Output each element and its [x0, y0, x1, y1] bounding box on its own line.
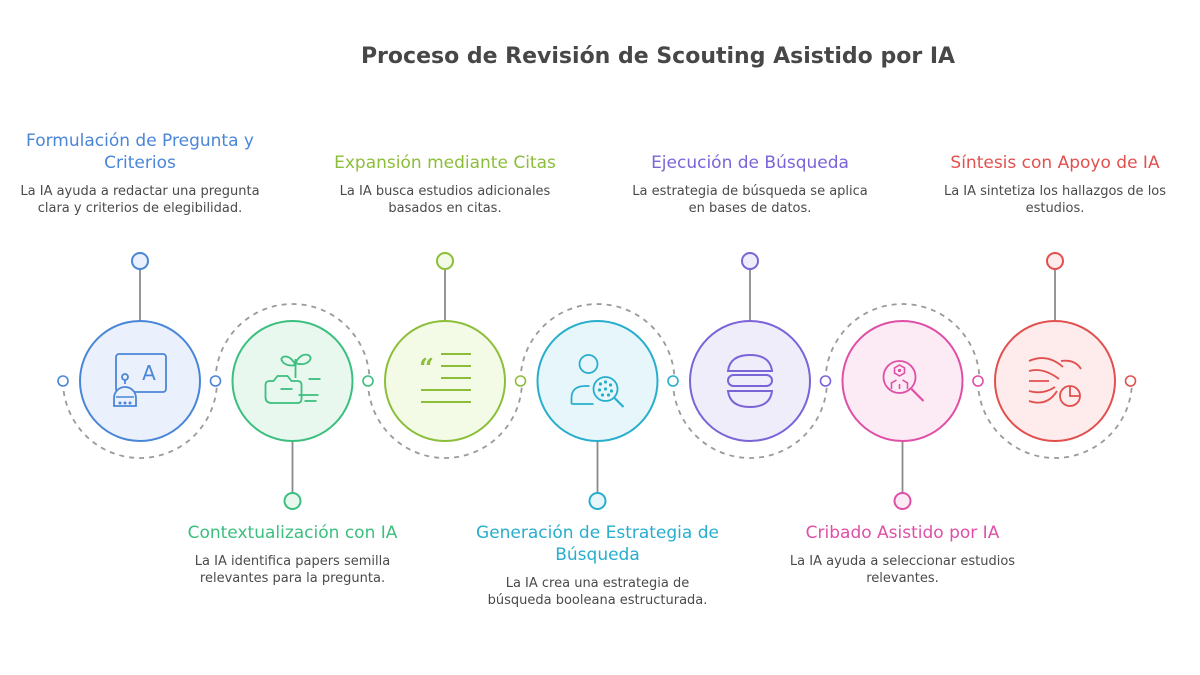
flow-junction-dot	[819, 375, 832, 387]
step-text-block: Ejecución de Búsqueda La estrategia de bú…	[625, 152, 875, 217]
step-text-block: Contextualización con IA La IA identifica…	[168, 522, 418, 587]
step-description: La IA ayuda a redactar una pregunta clar…	[20, 184, 260, 216]
step-text-block: Formulación de Pregunta y Criterios La IA…	[15, 130, 265, 217]
step-title: Generación de Estrategia de Búsqueda	[476, 523, 719, 565]
step-text-block: Generación de Estrategia de Búsqueda La I…	[473, 522, 723, 609]
step-text-block: Expansión mediante Citas La IA busca estu…	[320, 152, 570, 217]
svg-text:A: A	[142, 361, 156, 385]
step-title: Cribado Asistido por IA	[805, 523, 1000, 543]
step-marker-dot	[893, 492, 912, 510]
step-description: La IA identifica papers semilla relevant…	[194, 554, 391, 586]
step-marker-dot	[588, 492, 607, 510]
dashed-flow-arc	[672, 380, 828, 459]
step-marker-dot	[131, 252, 149, 270]
flow-junction-dot	[667, 375, 679, 387]
step-marker-dot	[1046, 252, 1064, 270]
flow-junction-dot	[57, 375, 69, 387]
seedling-icon	[264, 353, 321, 404]
flow-junction-dot	[209, 375, 222, 387]
step-description: La IA sintetiza los hallazgos de los est…	[943, 184, 1167, 216]
dashed-flow-arc	[977, 380, 1133, 459]
step-circle	[79, 320, 201, 442]
synthesis-chart-icon	[1028, 357, 1082, 407]
step-description: La IA ayuda a seleccionar estudios relev…	[789, 554, 1016, 586]
step-marker-dot	[283, 492, 302, 510]
dashed-flow-arc	[214, 303, 371, 382]
quote-lines-icon: “	[419, 353, 471, 403]
step-description: La IA crea una estrategia de búsqueda bo…	[487, 576, 708, 608]
dashed-flow-arc	[519, 303, 676, 382]
page-title: Proceso de Revisión de Scouting Asistido…	[360, 44, 956, 69]
dashed-flow-arc	[62, 380, 218, 459]
step-title: Síntesis con Apoyo de IA	[950, 153, 1160, 173]
database-icon	[726, 353, 774, 409]
ai-prompt-icon: A	[113, 353, 167, 407]
step-description: La IA busca estudios adicionales basados…	[339, 184, 551, 216]
step-circle	[841, 320, 964, 442]
step-title: Expansión mediante Citas	[334, 153, 556, 173]
dashed-flow-arc	[824, 303, 981, 382]
step-text-block: Síntesis con Apoyo de IA La IA sintetiza …	[930, 152, 1180, 217]
step-description: La estrategia de búsqueda se aplica en b…	[632, 184, 868, 216]
step-marker-dot	[436, 252, 454, 270]
flow-junction-dot	[514, 375, 527, 387]
step-circle	[689, 320, 811, 442]
magnifier-filter-icon	[882, 360, 925, 402]
dashed-flow-arc	[367, 380, 523, 459]
svg-text:“: “	[419, 354, 434, 384]
flow-junction-dot	[362, 375, 374, 387]
step-title: Formulación de Pregunta y Criterios	[26, 131, 254, 173]
flow-junction-dot	[972, 375, 984, 387]
step-title: Contextualización con IA	[187, 523, 398, 543]
step-marker-dot	[741, 252, 759, 270]
flow-junction-dot	[1124, 375, 1137, 387]
step-title: Ejecución de Búsqueda	[651, 153, 849, 173]
step-text-block: Cribado Asistido por IA La IA ayuda a sel…	[778, 522, 1028, 587]
step-circle	[994, 320, 1116, 442]
step-circle	[384, 320, 506, 442]
person-search-icon	[570, 354, 625, 408]
